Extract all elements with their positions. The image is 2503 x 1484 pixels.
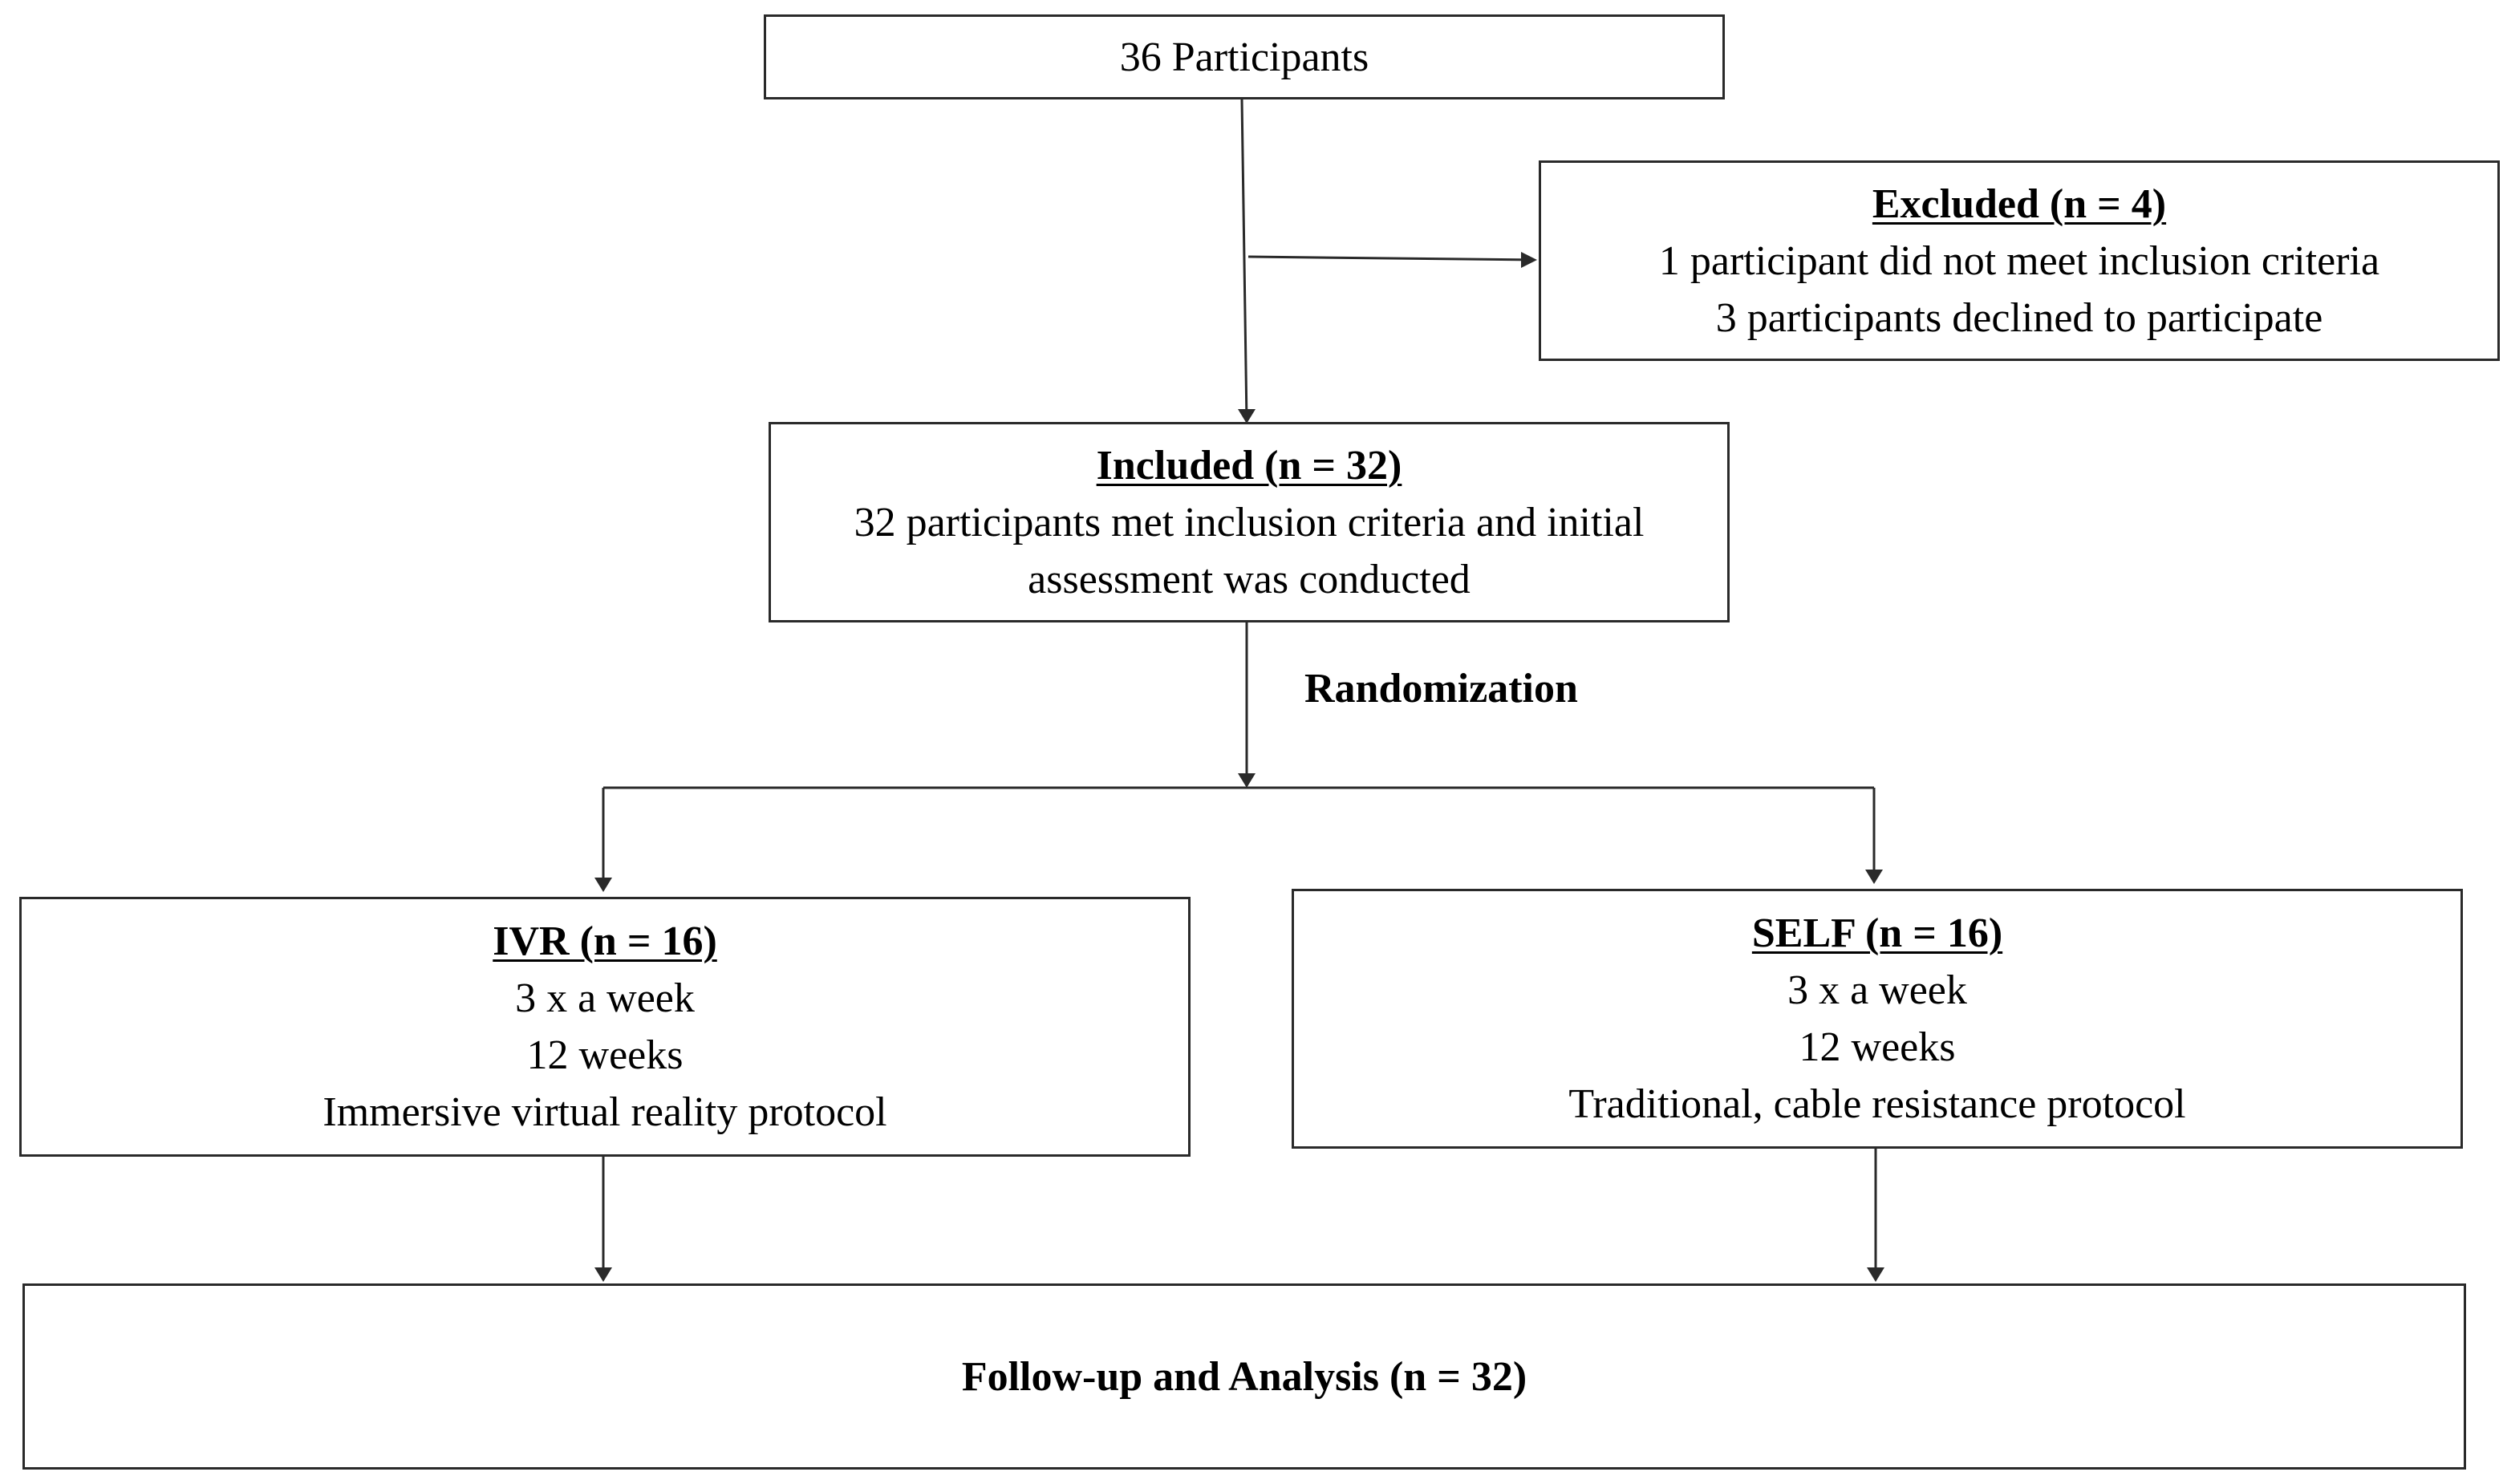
randomization-label: Randomization bbox=[1304, 666, 1578, 712]
followup-box: Follow-up and Analysis (n = 32) bbox=[22, 1283, 2466, 1470]
ivr-heading: IVR (n = 16) bbox=[493, 918, 717, 964]
participants-text: 36 Participants bbox=[1119, 34, 1369, 80]
ivr-box: IVR (n = 16) 3 x a week 12 weeks Immersi… bbox=[19, 897, 1191, 1157]
ivr-line-1: 3 x a week bbox=[515, 975, 695, 1021]
participants-box: 36 Participants bbox=[764, 14, 1725, 99]
included-line-2: assessment was conducted bbox=[1028, 556, 1471, 602]
arrowhead-followup-left bbox=[594, 1267, 612, 1282]
arrowhead-split bbox=[1238, 773, 1256, 788]
followup-text: Follow-up and Analysis (n = 32) bbox=[961, 1353, 1527, 1400]
arrowhead-followup-right bbox=[1867, 1267, 1884, 1282]
arrowhead-excluded bbox=[1521, 252, 1537, 268]
included-box: Included (n = 32) 32 participants met in… bbox=[769, 422, 1730, 622]
excluded-box: Excluded (n = 4) 1 participant did not m… bbox=[1539, 160, 2500, 361]
excluded-heading: Excluded (n = 4) bbox=[1872, 180, 2167, 227]
self-line-2: 12 weeks bbox=[1799, 1024, 1956, 1070]
self-line-1: 3 x a week bbox=[1787, 967, 1967, 1013]
excluded-line-2: 3 participants declined to participate bbox=[1715, 294, 2323, 341]
included-line-1: 32 participants met inclusion criteria a… bbox=[854, 499, 1645, 545]
arrow-start-to-included bbox=[1240, 99, 1248, 423]
included-heading: Included (n = 32) bbox=[1096, 442, 1402, 489]
arrowhead-self bbox=[1865, 870, 1883, 884]
self-box: SELF (n = 16) 3 x a week 12 weeks Tradit… bbox=[1292, 889, 2463, 1149]
self-line-3: Traditional, cable resistance protocol bbox=[1568, 1081, 2186, 1127]
arrowhead-ivr bbox=[594, 878, 612, 892]
ivr-line-2: 12 weeks bbox=[526, 1032, 684, 1078]
arrow-to-excluded bbox=[1247, 255, 1535, 262]
ivr-line-3: Immersive virtual reality protocol bbox=[323, 1089, 887, 1135]
self-heading: SELF (n = 16) bbox=[1751, 910, 2003, 956]
excluded-line-1: 1 participant did not meet inclusion cri… bbox=[1658, 237, 2380, 284]
